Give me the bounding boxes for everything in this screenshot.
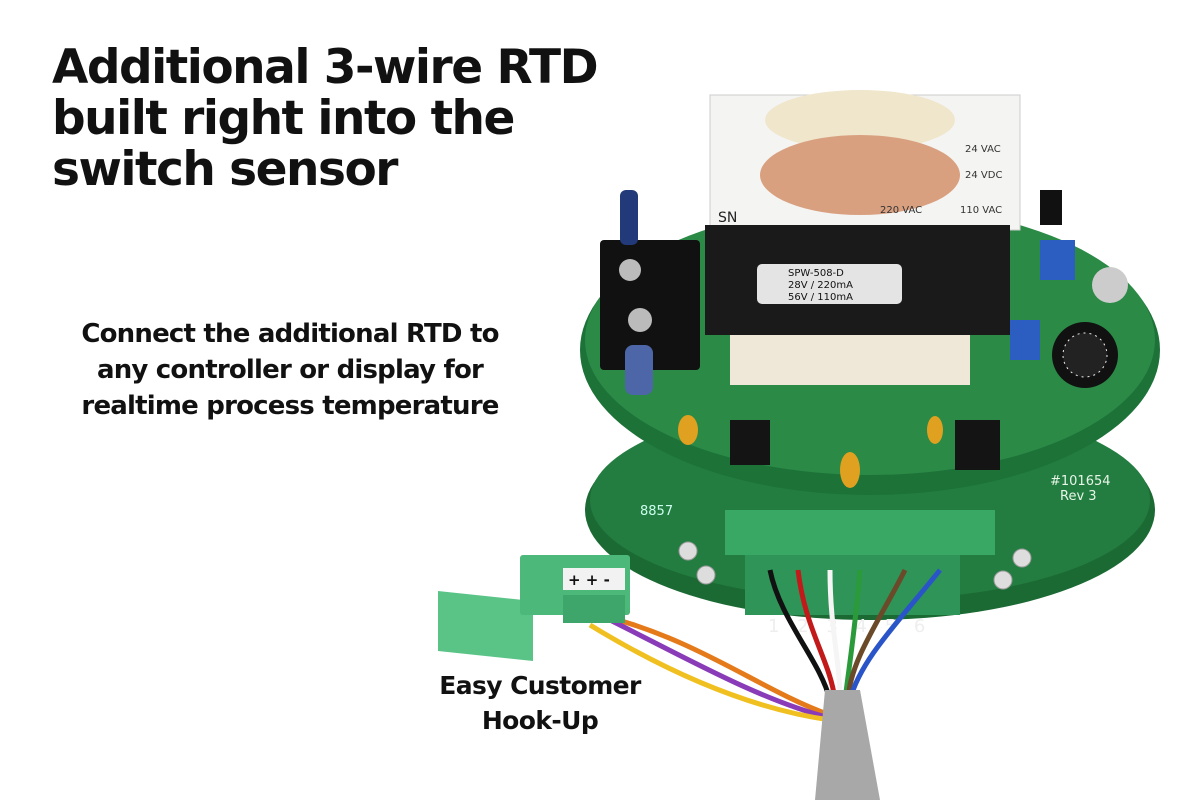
caption: Easy Customer Hook-Up xyxy=(420,668,660,738)
subtext-line: Connect the additional RTD to xyxy=(81,319,499,349)
board-terminal-block xyxy=(725,510,995,555)
subtext-line: realtime process temperature xyxy=(81,391,499,421)
subtext-line: any controller or display for xyxy=(96,355,484,385)
label-text: SPW-508-D xyxy=(788,268,844,279)
label-text: 28V / 220mA xyxy=(788,280,853,291)
transformer-label xyxy=(757,264,902,304)
transformer-sn: SN xyxy=(718,210,737,226)
tap-label: 24 VDC xyxy=(965,170,1002,181)
cable xyxy=(815,690,880,800)
board-code: 8857 xyxy=(640,504,673,519)
tap-label: 110 VAC xyxy=(960,205,1002,216)
tap-label: 220 VAC xyxy=(880,205,922,216)
subtext: Connect the additional RTD to any contro… xyxy=(40,316,540,424)
customer-plug: + + - xyxy=(438,555,630,662)
board-marking: #101654 xyxy=(1050,474,1111,489)
headline-line: Additional 3-wire RTD xyxy=(52,40,599,95)
plug-polarity: + + - xyxy=(568,571,610,589)
board-rev: Rev 3 xyxy=(1060,489,1097,504)
caption-line: Hook-Up xyxy=(481,706,599,735)
label-text: 56V / 110mA xyxy=(788,292,853,303)
headline-line: built right into the xyxy=(52,91,515,146)
caption-line: Easy Customer xyxy=(439,671,641,700)
headline-line: switch sensor xyxy=(52,142,398,197)
tap-label: 24 VAC xyxy=(965,144,1001,155)
headline: Additional 3-wire RTD built right into t… xyxy=(52,40,599,197)
